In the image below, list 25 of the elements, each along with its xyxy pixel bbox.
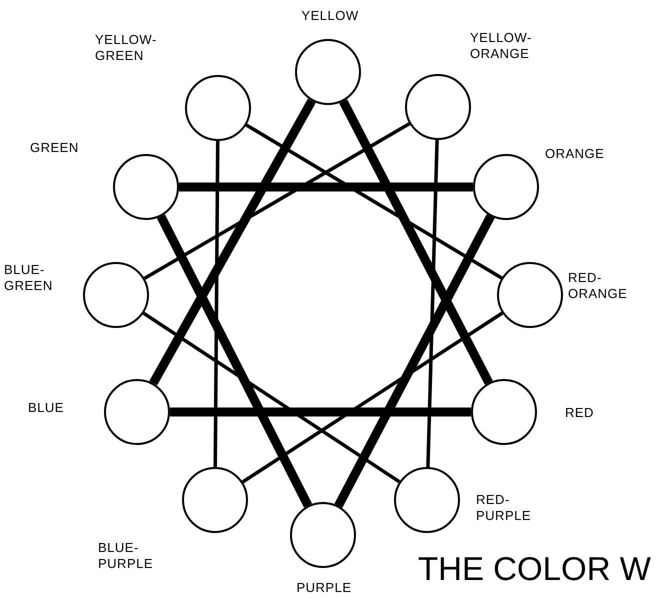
connector-line xyxy=(142,312,400,484)
color-name: GREEN xyxy=(30,140,80,156)
connector-line xyxy=(334,214,495,508)
connector-line xyxy=(149,98,316,386)
color-name: RED-PURPLE xyxy=(476,492,532,524)
color-name: YELLOW-ORANGE xyxy=(470,30,533,62)
connector-line xyxy=(170,408,471,416)
connector-line xyxy=(245,123,503,280)
color-name: ORANGE xyxy=(545,146,606,162)
color-name: RED-ORANGE xyxy=(568,270,628,302)
connector-line xyxy=(426,140,439,468)
title: THE COLOR W xyxy=(418,550,651,588)
color-name: YELLOW xyxy=(300,8,360,24)
color-name: YELLOW-GREEN xyxy=(95,32,158,64)
color-name: BLUE-PURPLE xyxy=(98,540,154,572)
connector-line xyxy=(156,214,312,508)
color-name: RED xyxy=(565,405,595,421)
connector-line xyxy=(339,99,493,385)
connector-line xyxy=(144,122,410,280)
color-name: PURPLE xyxy=(295,580,353,596)
color-name: BLUE xyxy=(28,400,65,416)
connector-line xyxy=(179,182,473,192)
connector-line xyxy=(214,140,220,468)
connector-line xyxy=(242,312,504,484)
color-name: BLUE-GREEN xyxy=(4,262,54,294)
